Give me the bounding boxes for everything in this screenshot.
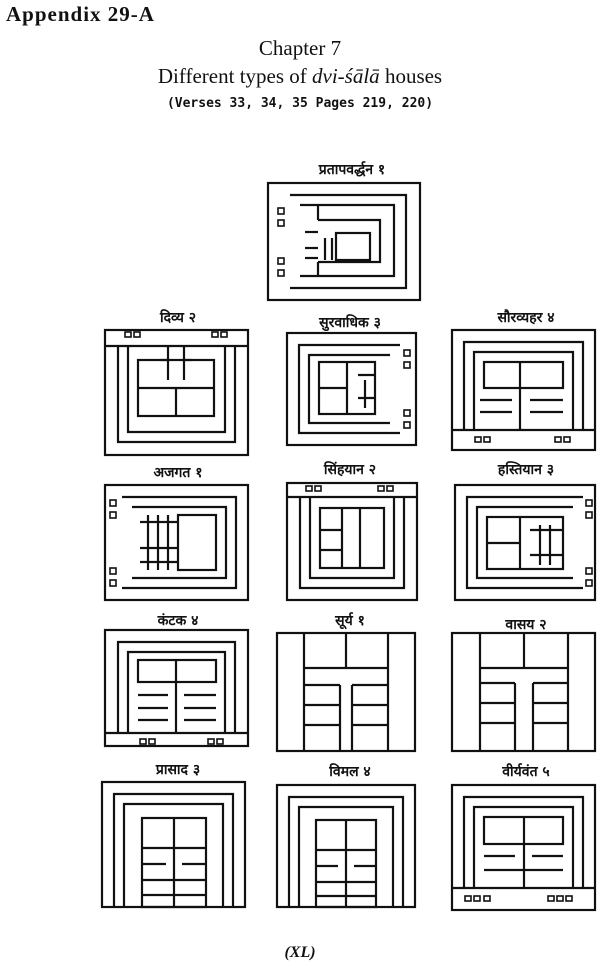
chapter-heading: Chapter 7 <box>258 36 342 60</box>
plan-label-ajagata: अजगत १ <box>153 465 203 481</box>
floor-plan-hastiyana <box>453 483 597 602</box>
plan-label-vasaya: वासय २ <box>505 617 547 633</box>
plan-label-prasada: प्रासाद ३ <box>155 762 201 778</box>
page-number: (XL) <box>284 944 316 961</box>
plan-label-suravadhika: सुरवाधिक ३ <box>319 315 381 331</box>
floor-plan-kantaka <box>103 628 250 748</box>
floor-plan-suravadhika <box>285 331 418 447</box>
plan-label-simhayana: सिंहयान २ <box>323 462 377 478</box>
floor-plan-simhayana <box>285 481 419 602</box>
floor-plan-saukhyahara <box>450 328 597 452</box>
floor-plan-surya <box>275 631 417 753</box>
title-term: dvi-śālā <box>312 64 380 88</box>
floor-plan-ajagata <box>103 483 250 602</box>
floor-plan-divya <box>103 328 250 457</box>
plan-label-saukhyahara: सौरव्यहर ४ <box>497 310 555 326</box>
plan-label-pratapavardhana: प्रतापवर्द्धन १ <box>318 162 386 178</box>
plan-label-surya: सूर्य १ <box>335 613 365 629</box>
floor-plan-pratapavardhana <box>266 181 422 302</box>
title-prefix: Different types of <box>157 64 313 88</box>
verse-reference: (Verses 33, 34, 35 Pages 219, 220) <box>166 96 434 111</box>
plan-label-kantaka: कंटक ४ <box>157 613 199 629</box>
appendix-heading: Appendix 29-A <box>6 2 155 26</box>
floor-plan-vimala <box>275 783 417 909</box>
floor-plan-prasada <box>100 780 247 909</box>
plan-label-hastiyana: हस्तियान ३ <box>497 462 555 478</box>
floor-plan-viryavanta <box>450 783 597 912</box>
plan-label-vimala: विमल ४ <box>329 764 371 780</box>
title-suffix: houses <box>379 64 443 88</box>
plan-label-viryavanta: वीर्यवंत ५ <box>502 764 550 780</box>
plan-label-divya: दिव्य २ <box>159 310 197 326</box>
floor-plan-vasaya <box>450 631 597 753</box>
figure-title: Different types of dvi-śālā houses <box>0 64 600 89</box>
